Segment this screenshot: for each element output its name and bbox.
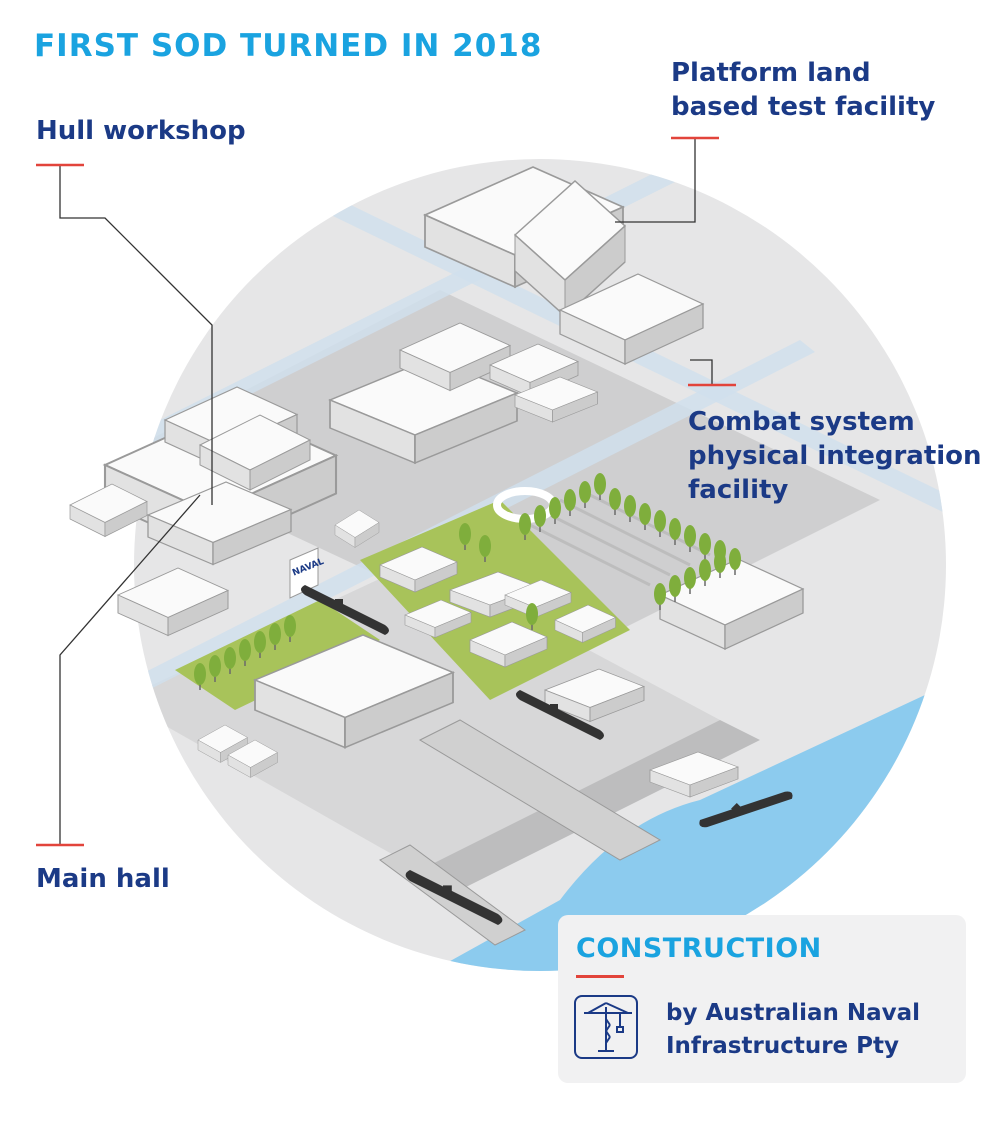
leader-lines — [59, 138, 713, 845]
construction-line: Infrastructure Pty — [666, 1033, 899, 1059]
jetty — [418, 719, 662, 861]
construction-heading: CONSTRUCTION — [576, 933, 822, 964]
red-ticks — [36, 136, 736, 847]
grass-area — [175, 600, 380, 710]
label-line: Platform land — [671, 58, 871, 88]
submarine — [699, 791, 793, 828]
construction-line: by Australian Naval — [666, 1000, 921, 1026]
platform-leader — [615, 138, 696, 223]
label-hull-workshop: Hull workshop — [36, 116, 246, 146]
naval-sign-panel — [289, 547, 319, 599]
label-platform-test-facility: Platform land based test facility — [671, 56, 935, 124]
crane-icon — [584, 1002, 632, 1052]
construction-card: CONSTRUCTION by Australian Naval Infrast… — [558, 915, 966, 1083]
label-line: based test facility — [671, 92, 936, 122]
label-line: facility — [688, 475, 789, 505]
construction-text: by Australian Naval Infrastructure Pty — [666, 997, 920, 1063]
hull-workshop-leader — [59, 165, 213, 505]
label-line: Combat system — [688, 407, 915, 437]
main-hall-leader — [59, 494, 201, 845]
label-line: physical integration — [688, 441, 982, 471]
label-combat-system-facility: Combat system physical integration facil… — [688, 405, 982, 507]
combat-leader — [690, 359, 713, 385]
page-title: FIRST SOD TURNED IN 2018 — [34, 28, 543, 64]
crane-icon-box — [574, 995, 638, 1059]
label-main-hall: Main hall — [36, 864, 170, 894]
heading-rule — [576, 975, 624, 978]
